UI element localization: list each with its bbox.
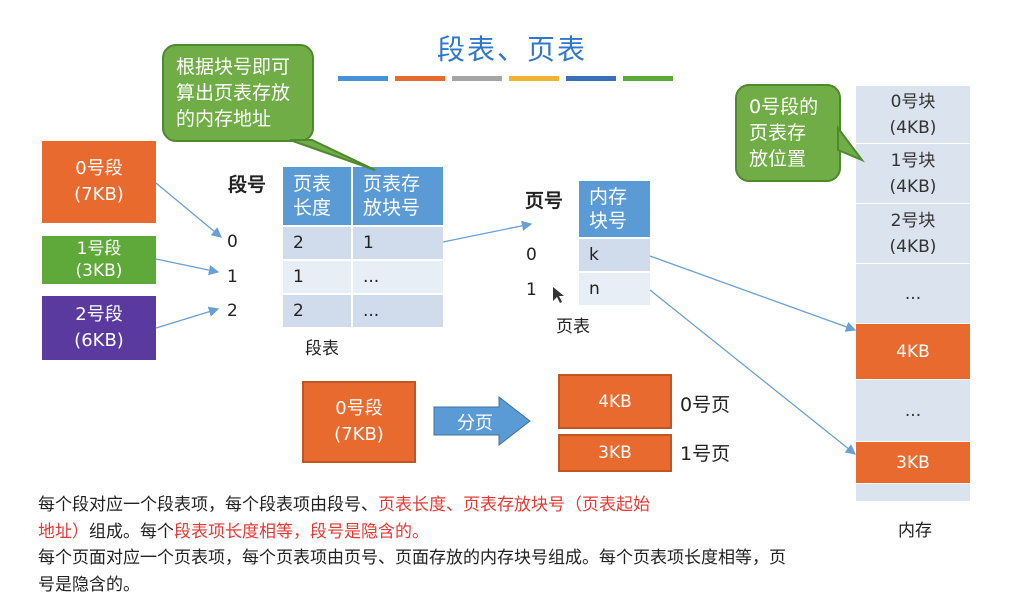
highlight: 页表长度、页表存放块号（页表起始 — [378, 495, 650, 515]
memory-block: ... — [856, 264, 970, 324]
page-table-cell: n — [579, 273, 650, 305]
segment-table-cell: 1 — [353, 227, 443, 259]
title-stripe — [338, 76, 388, 81]
text: 每个段对应一个段表项，每个段表项由段号、 — [38, 495, 378, 515]
segment-size: (6KB) — [74, 330, 124, 351]
segment-2-box: 2号段 (6KB) — [42, 296, 156, 360]
segment-name: 0号段 — [75, 158, 123, 179]
segment-size: (7KB) — [334, 424, 384, 445]
segment-size: (3KB) — [75, 261, 123, 281]
segment-table-header-length: 页表 长度 — [283, 167, 351, 225]
arrow-seg0 — [155, 182, 222, 238]
segment-0-box: 0号段 (7KB) — [42, 141, 156, 223]
title-stripe — [566, 76, 616, 81]
memory-block — [856, 484, 970, 502]
memory-block: 1号块 (4KB) — [856, 144, 970, 204]
arrow-page0-to-memory — [649, 255, 857, 332]
memory-caption: 内存 — [898, 521, 932, 541]
arrow-to-page-table — [442, 220, 533, 243]
segment-1-box: 1号段 (3KB) — [42, 236, 156, 284]
page-1-box: 3KB — [558, 434, 672, 472]
title-stripe — [452, 76, 502, 81]
segment-number-header: 段号 — [228, 174, 267, 196]
text: 组成。每个 — [89, 522, 174, 542]
arrow-seg1 — [155, 258, 220, 276]
segment-number: 1 — [227, 267, 238, 287]
segment-name: 1号段 — [76, 239, 122, 259]
callout-tail — [837, 125, 865, 163]
arrow-page1-to-memory — [649, 289, 857, 455]
page-table-header: 内存 块号 — [579, 181, 650, 237]
page-table-cell: k — [579, 239, 650, 271]
page-number-header: 页号 — [525, 190, 564, 212]
segment-table-cell: ... — [353, 261, 443, 293]
highlight: 段表项长度相等，段号是隐含的。 — [174, 522, 429, 542]
page-size: 4KB — [598, 391, 632, 412]
callout-page-table-location: 0号段的 页表存 放位置 — [735, 84, 841, 182]
paragraph-page-entry: 每个页面对应一个页表项，每个页表项由页号、页面存放的内存块号组成。每个页表项长度… — [38, 548, 786, 595]
memory-block: 3KB — [856, 442, 970, 484]
segment-table-cell: 2 — [283, 227, 351, 259]
memory-block: ... — [856, 380, 970, 442]
callout-block-address: 根据块号即可 算出页表存放 的内存地址 — [162, 44, 314, 142]
highlight: 地址） — [38, 522, 89, 542]
memory-block: 0号块 (4KB) — [856, 86, 970, 144]
paging-segment-box: 0号段 (7KB) — [302, 381, 416, 463]
title-stripe — [623, 76, 673, 81]
page-1-label: 1号页 — [680, 443, 731, 465]
segment-size: (7KB) — [74, 184, 124, 205]
page-0-label: 0号页 — [680, 394, 731, 416]
segment-table-header-block: 页表存 放块号 — [353, 167, 443, 225]
segment-table-cell: 1 — [283, 261, 351, 293]
arrow-seg2 — [155, 306, 220, 329]
paging-arrow — [433, 395, 531, 447]
paragraph-segment-entry: 每个段对应一个段表项，每个段表项由段号、页表长度、页表存放块号（页表起始地址）组… — [38, 492, 798, 546]
paging-arrow-label: 分页 — [457, 413, 493, 434]
slide-title: 段表、页表 — [436, 33, 587, 66]
segment-table-cell: 2 — [283, 295, 351, 327]
title-stripe — [395, 76, 445, 81]
segment-number: 0 — [227, 232, 238, 252]
page-number: 0 — [526, 245, 537, 265]
segment-name: 0号段 — [335, 398, 383, 419]
callout-tail — [289, 139, 376, 171]
page-number: 1 — [526, 280, 537, 300]
segment-table-cell: ... — [353, 295, 443, 327]
segment-table-caption: 段表 — [305, 339, 339, 359]
page-0-box: 4KB — [558, 374, 672, 429]
segment-number: 2 — [227, 301, 238, 321]
memory-block: 4KB — [856, 324, 970, 380]
title-stripe — [509, 76, 559, 81]
segment-name: 2号段 — [75, 304, 123, 325]
page-size: 3KB — [598, 443, 632, 463]
cursor-icon — [553, 287, 564, 303]
page-table-caption: 页表 — [556, 317, 590, 337]
memory-block: 2号块 (4KB) — [856, 204, 970, 264]
